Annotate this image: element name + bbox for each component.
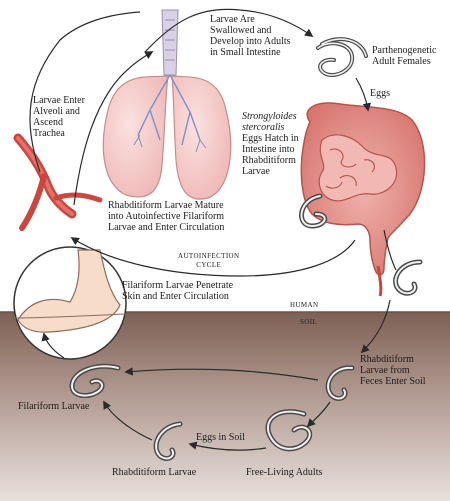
label-line: Larvae and Enter Circulation [108,222,225,233]
foot-illustration [13,246,127,360]
arrow-circulation-to-lungs [29,11,141,173]
label-swallowed: Larvae Are Swallowed and Develop into Ad… [210,14,291,58]
label-species: Strongyloides [242,111,297,122]
label-line: Larvae Are [210,14,255,25]
label-line: Larvae [242,166,270,177]
blood-vessel-illustration [13,133,103,231]
label-line: Alveoli and [33,106,80,117]
arrow-autoinfection-cycle [70,237,356,277]
rhabditiform-soil-larva-icon [153,421,183,461]
label-rhabditiform-feces: Rhabditiform Larvae from Feces Enter Soi… [360,354,426,387]
label-line: CYCLE [196,261,222,269]
label-eggs: Eggs [370,88,390,99]
label-line: Larvae from [360,365,410,376]
label-mature: Rhabditiform Larvae Mature into Autoinfe… [108,200,224,233]
label-line: Develop into Adults [210,36,291,47]
label-species: stercoralis [242,122,285,133]
label-line: Trachea [33,128,65,139]
arrow-soil-to-skin [41,332,65,359]
arrow-feces-to-free-living [306,401,331,428]
label-hatch: Strongyloides stercoralis Eggs Hatch in … [242,111,299,177]
label-line: Adult Females [372,56,431,67]
free-living-adult-icon [265,409,313,452]
label-rhabditiform-larvae: Rhabditiform Larvae [112,467,197,478]
label-filariform-larvae: Filariform Larvae [18,401,90,412]
filariform-larva-icon [69,363,121,398]
arrow-rhabditiform-to-filariform [103,400,153,441]
intestine-illustration [300,102,426,297]
label-parthenogenetic: Parthenogenetic Adult Females [372,45,436,67]
label-line: AUTOINFECTION [178,252,240,260]
arrow-feces-to-filariform [124,367,319,381]
label-line: Swallowed and [210,25,272,36]
label-line: Skin and Enter Circulation [122,291,229,302]
arrow-adults-to-eggs [355,77,372,112]
label-line: Rhabditiform [242,155,296,166]
label-line: Filariform Larvae Penetrate [122,280,234,291]
label-line: Parthenogenetic [372,45,437,56]
label-line: Feces Enter Soil [360,376,426,387]
label-line: Larvae Enter [33,95,85,106]
label-autoinfection: AUTOINFECTION CYCLE [178,252,239,270]
label-line: Intestine into [242,144,295,155]
rhabditiform-feces-larva-icon [325,365,355,401]
label-line: Rhabditiform Larvae Mature [108,200,224,211]
lungs-illustration [102,9,232,200]
arrow-gut-down [383,229,397,271]
arrow-trachea-to-intestine [144,8,314,53]
arrow-vessel-to-lungs [73,51,154,206]
label-line: in Small Intestine [210,47,281,58]
rhabditiform-larva-gut-icon [299,193,328,229]
label-line: Rhabditiform [360,354,414,365]
label-line: into Autoinfective Filariform [108,211,225,222]
label-line: Ascend [33,117,63,128]
label-penetrate: Filariform Larvae Penetrate Skin and Ent… [122,280,233,302]
label-free-living: Free-Living Adults [246,467,323,478]
label-eggs-in-soil: Eggs in Soil [196,432,245,443]
label-human: HUMAN [290,301,319,309]
label-soil: SOIL [300,318,318,326]
arrow-free-living-to-eggs [188,441,267,451]
parthenogenetic-worm-icon [317,38,367,76]
arrow-gut-to-soil [360,299,391,354]
larva-passing-icon [393,259,423,296]
label-line: Eggs Hatch in [242,133,299,144]
label-alveoli: Larvae Enter Alveoli and Ascend Trachea [33,95,85,139]
